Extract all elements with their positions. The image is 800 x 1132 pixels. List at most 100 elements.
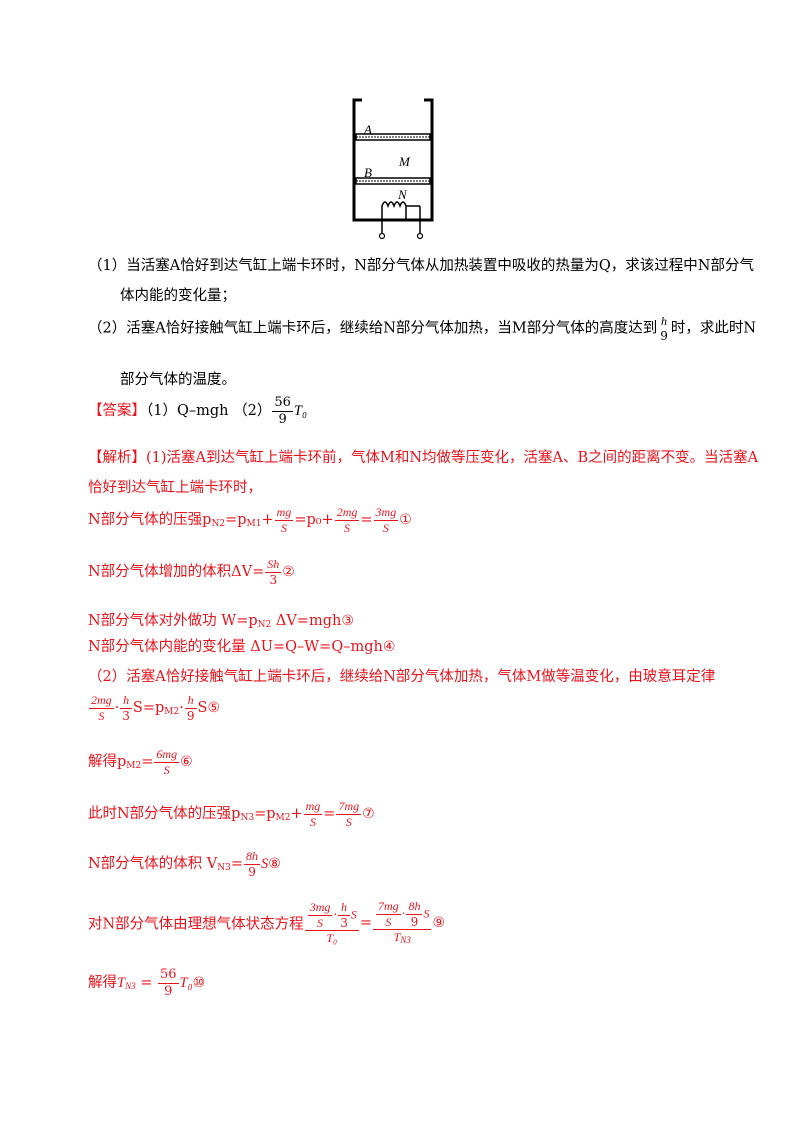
eq1-text: N部分气体的压强p xyxy=(88,512,212,529)
eq10-f-den: 9 xyxy=(164,983,173,999)
equation-4: N部分气体内能的变化量 ΔU=Q–W=Q–mgh④ xyxy=(88,635,395,656)
eq5-f2-den: 3 xyxy=(122,708,130,723)
eq1-f1-num: mg xyxy=(274,505,294,521)
eq5-f1-den: S xyxy=(98,708,105,723)
eq9-r2-num: 8h xyxy=(406,899,423,915)
eq5-dot2: · xyxy=(179,700,184,717)
eq6-sub: M2 xyxy=(126,761,142,772)
eq5-f3-den: 9 xyxy=(186,708,195,723)
eq7-plus: + xyxy=(290,806,303,823)
cylinder-figure xyxy=(352,98,434,240)
eq7-text: 此时N部分气体的压强p xyxy=(88,806,241,823)
eq5-circle: ⑤ xyxy=(207,700,220,717)
eq7-circle: ⑦ xyxy=(362,806,375,823)
eq7-mid: =p xyxy=(254,806,276,823)
question-2-line-2: 部分气体的温度。 xyxy=(120,372,236,388)
eq3-sub: N2 xyxy=(257,620,272,630)
eq7-f1-num: mg xyxy=(303,799,323,815)
eq2-f-num: Sh xyxy=(265,557,282,573)
eq1-sub2: M1 xyxy=(246,519,262,530)
eq9-rd-sub: N3 xyxy=(400,935,411,946)
eq2-circle: ② xyxy=(282,564,295,581)
answer-tag: 【答案】 xyxy=(88,403,146,420)
eq9-rd: T xyxy=(393,930,401,945)
label-b: B xyxy=(364,165,372,180)
eq9-r2-den: 9 xyxy=(410,914,419,929)
eq9-l2-den: 3 xyxy=(340,915,348,930)
q2-frac-num: h xyxy=(661,314,668,328)
eq6-f-den: S xyxy=(163,762,170,777)
eq1-circle: ① xyxy=(399,512,412,529)
eq6-f-num: 6mg xyxy=(154,747,180,763)
label-m: M xyxy=(399,154,410,169)
eq1-eq: = xyxy=(360,512,373,529)
eq1-f3-den: S xyxy=(382,520,389,535)
eq5-tail: S xyxy=(197,700,208,717)
eq9-text: 对N部分气体由理想气体状态方程 xyxy=(88,916,304,933)
eq8-text: N部分气体的体积 V xyxy=(88,856,218,873)
eq9-right-den: TN3 xyxy=(373,930,432,945)
q2-text-b: 时，求此时N xyxy=(670,320,757,337)
eq10-text: 解得 xyxy=(88,975,117,992)
eq10-sub: N3 xyxy=(125,981,136,992)
eq9-circle: ⑨ xyxy=(432,914,446,931)
eq1-mid: =p xyxy=(225,512,247,529)
question-1-line-2: 体内能的变化量； xyxy=(120,288,236,304)
cylinder-wall xyxy=(352,98,434,222)
eq2-f-den: 3 xyxy=(269,572,278,587)
eq9-eq: = xyxy=(359,914,372,931)
heater-coil xyxy=(381,201,407,220)
eq3-text: N部分气体对外做功 W=p xyxy=(88,613,258,629)
eq9-left-den: T₀ xyxy=(326,931,338,946)
analysis-line-1: 【解析】(1)活塞A到达气缸上端卡环前，气体M和N均做等压变化，活塞A、B之间的… xyxy=(88,446,758,467)
eq8-f-num: 8h xyxy=(244,849,261,865)
label-a: A xyxy=(364,122,372,137)
eq1-f2-num: 2mg xyxy=(334,505,360,521)
eq8-circle: ⑧ xyxy=(268,856,281,873)
eq9-l1-num: 3mg xyxy=(307,899,333,916)
answer-frac-num: 56 xyxy=(272,395,293,412)
eq5-mid: S=p xyxy=(132,700,165,717)
eq6-circle: ⑥ xyxy=(180,754,193,771)
eq1-mid2: =p₀+ xyxy=(294,512,334,529)
eq9-r-s: S xyxy=(423,906,430,921)
answer-text: （1）Q–mgh （2） xyxy=(146,403,272,420)
label-n: N xyxy=(398,187,407,202)
eq9-l-s: S xyxy=(350,907,357,922)
answer-tail: T₀ xyxy=(293,403,307,420)
eq3-tail: ΔV=mgh xyxy=(271,613,342,629)
eq9-l1-den: S xyxy=(317,915,324,930)
eq1-f1-den: S xyxy=(280,520,287,535)
eq7-sub: N3 xyxy=(240,813,255,824)
answer-frac-den: 9 xyxy=(278,411,287,427)
eq7-f1-den: S xyxy=(309,814,316,829)
eq2-text: N部分气体增加的体积ΔV= xyxy=(88,564,265,581)
eq10-circle: ⑩ xyxy=(192,975,206,992)
eq7-f2-num: 7mg xyxy=(336,799,362,815)
equation-3: N部分气体对外做功 W=pN2 ΔV=mgh③ xyxy=(88,609,354,630)
eq8-eq: = xyxy=(230,856,244,873)
question-1-line-1: （1）当活塞A恰好到达气缸上端卡环时，N部分气体从加热装置中吸收的热量为Q，求该… xyxy=(88,258,754,274)
eq5-sub: M2 xyxy=(164,707,180,718)
eq1-f2-den: S xyxy=(344,520,351,535)
eq9-l2-num: h xyxy=(338,901,350,916)
